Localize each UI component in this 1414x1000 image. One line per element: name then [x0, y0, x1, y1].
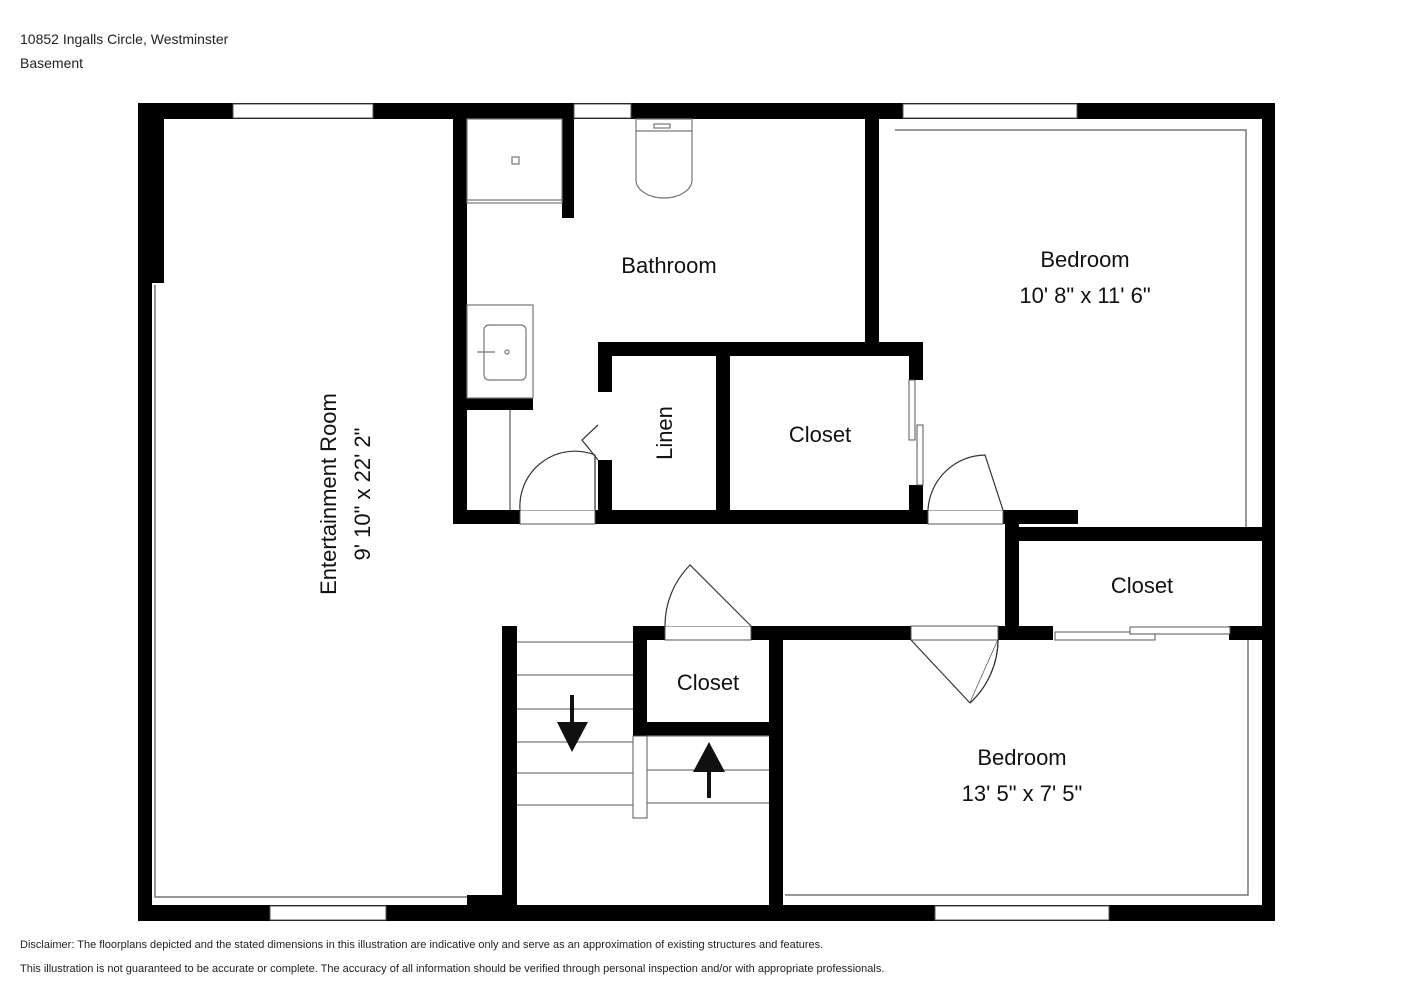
closet-stairs-label: Closet — [677, 670, 739, 695]
stair-arrows — [557, 695, 725, 798]
level-label: Basement — [20, 55, 84, 71]
bedroom-lower-label: Bedroom — [977, 745, 1066, 770]
bedroom-lower-dims: 13' 5" x 7' 5" — [962, 781, 1083, 806]
up-arrow-icon — [707, 768, 711, 798]
bathroom-fixtures — [466, 118, 693, 399]
disclaimer-line-2: This illustration is not guaranteed to b… — [20, 963, 885, 975]
down-arrow-icon — [570, 695, 574, 725]
door-swings — [519, 424, 1004, 704]
toilet-icon — [635, 118, 693, 199]
bathroom-label: Bathroom — [621, 253, 716, 278]
walls — [138, 103, 1275, 921]
door-openings — [519, 379, 1231, 819]
stairs — [517, 641, 769, 806]
bedroom-upper-dims: 10' 8" x 11' 6" — [1019, 283, 1150, 308]
address-label: 10852 Ingalls Circle, Westminster — [20, 31, 229, 47]
entertainment-room-label: Entertainment Room — [316, 393, 341, 595]
disclaimer-line-1: Disclaimer: The floorplans depicted and … — [20, 939, 824, 951]
windows — [232, 103, 1110, 921]
closet-center-label: Closet — [789, 422, 851, 447]
inner-wall-lines — [154, 129, 1249, 898]
linen-label: Linen — [652, 406, 677, 460]
entertainment-room-dims: 9' 10" x 22' 2" — [350, 428, 375, 561]
bedroom-upper-label: Bedroom — [1040, 247, 1129, 272]
closet-right-label: Closet — [1111, 573, 1173, 598]
